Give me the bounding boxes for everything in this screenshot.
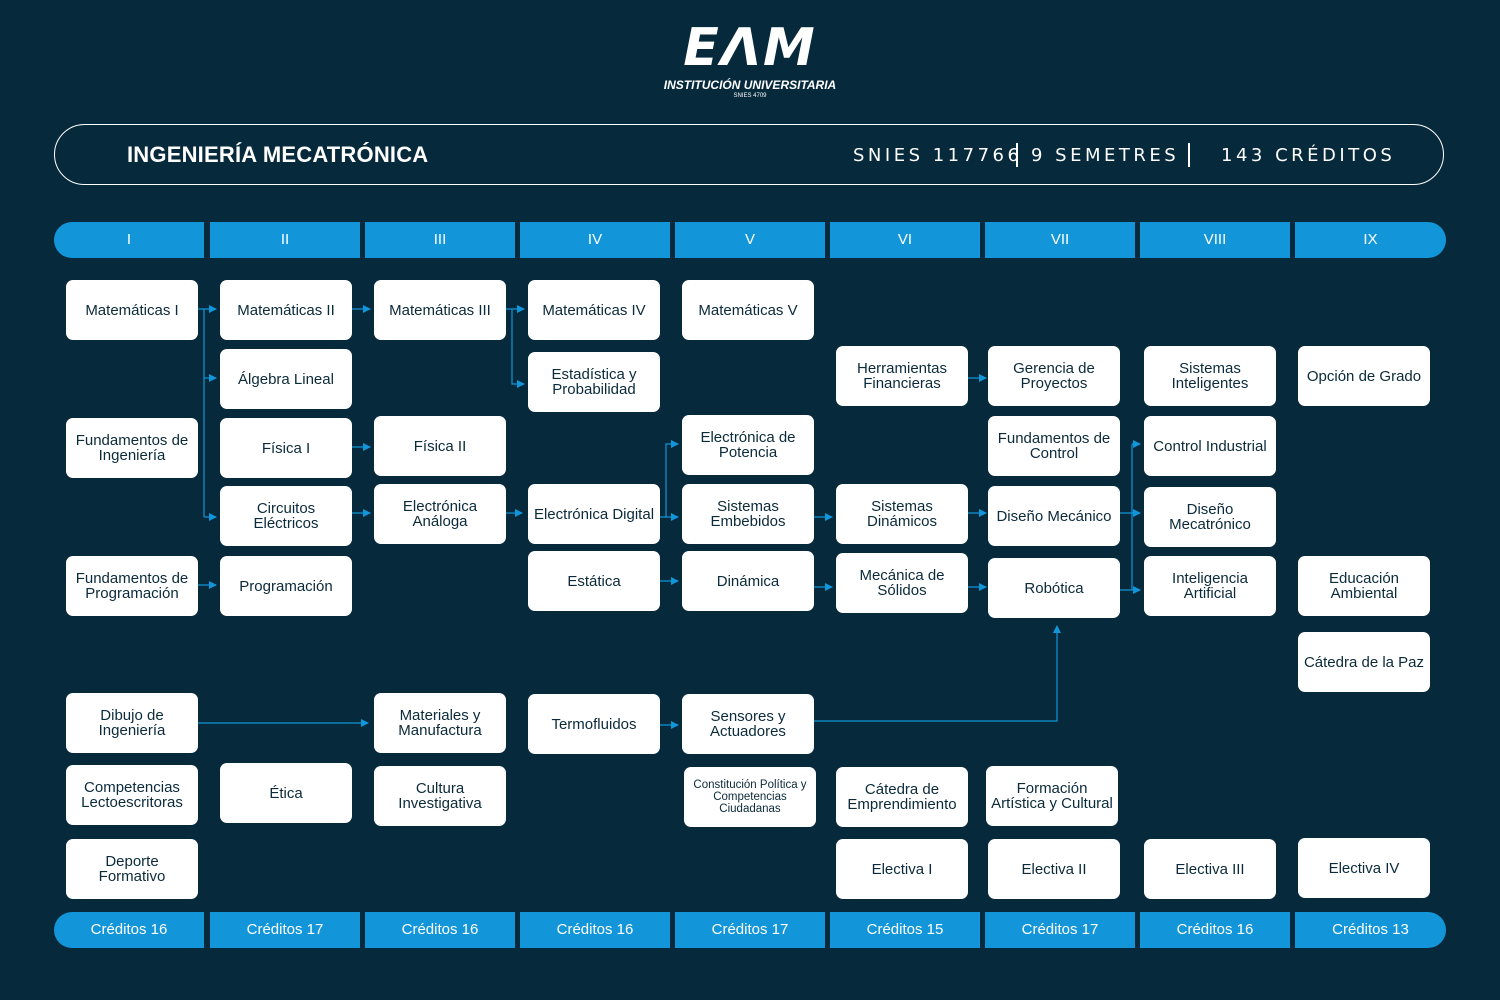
course-box: Dibujo de Ingeniería — [66, 693, 198, 753]
course-box: Gerencia de Proyectos — [988, 346, 1120, 406]
course-box: Constitución Política y Competencias Ciu… — [684, 767, 816, 827]
course-box: Inteligencia Artificial — [1144, 556, 1276, 616]
course-box: Fundamentos de Programación — [66, 556, 198, 616]
course-box: Fundamentos de Control — [988, 416, 1120, 476]
semester-label: II — [210, 222, 360, 258]
course-box: Herramientas Financieras — [836, 346, 968, 406]
semester-label: VIII — [1140, 222, 1290, 258]
semester-label: VII — [985, 222, 1135, 258]
course-box: Diseño Mecatrónico — [1144, 487, 1276, 547]
course-box: Electrónica Análoga — [374, 484, 506, 544]
course-box: Electiva IV — [1298, 838, 1430, 898]
course-box: Sistemas Dinámicos — [836, 484, 968, 544]
semester-credits: Créditos 16 — [54, 912, 204, 948]
course-box: Sistemas Inteligentes — [1144, 346, 1276, 406]
logo-mark: EΛM — [683, 18, 817, 78]
logo-snies: SNIES 4709 — [733, 93, 767, 99]
course-box: Electrónica de Potencia — [682, 415, 814, 475]
semester-credits: Créditos 13 — [1295, 912, 1446, 948]
header-divider — [1188, 143, 1190, 167]
course-box: Opción de Grado — [1298, 346, 1430, 406]
semester-label: IV — [520, 222, 670, 258]
course-box: Fundamentos de Ingeniería — [66, 418, 198, 478]
course-box: Estática — [528, 551, 660, 611]
program-header: INGENIERÍA MECATRÓNICA SNIES 117766 9 SE… — [54, 124, 1444, 185]
course-box: Álgebra Lineal — [220, 349, 352, 409]
semester-credits: Créditos 17 — [985, 912, 1135, 948]
eam-logo: EΛM INSTITUCIÓN UNIVERSITARIA SNIES 4709 — [650, 18, 850, 108]
total-credits: 143 CRÉDITOS — [1221, 145, 1396, 166]
semester-label: VI — [830, 222, 980, 258]
course-box: Electiva I — [836, 839, 968, 899]
course-box: Competencias Lectoescritoras — [66, 765, 198, 825]
course-box: Robótica — [988, 558, 1120, 618]
course-box: Electiva III — [1144, 839, 1276, 899]
course-box: Física I — [220, 418, 352, 478]
semester-credits: Créditos 15 — [830, 912, 980, 948]
semester-label: IX — [1295, 222, 1446, 258]
course-box: Cátedra de la Paz — [1298, 632, 1430, 692]
course-box: Matemáticas IV — [528, 280, 660, 340]
course-box: Cátedra de Emprendimiento — [836, 767, 968, 827]
semester-credits: Créditos 16 — [365, 912, 515, 948]
course-box: Electrónica Digital — [528, 484, 660, 544]
semester-credits: Créditos 16 — [1140, 912, 1290, 948]
course-box: Dinámica — [682, 551, 814, 611]
snies-code: SNIES 117766 — [853, 145, 1023, 166]
course-box: Deporte Formativo — [66, 839, 198, 899]
course-box: Sistemas Embebidos — [682, 484, 814, 544]
course-box: Materiales y Manufactura — [374, 693, 506, 753]
course-box: Diseño Mecánico — [988, 486, 1120, 546]
course-box: Matemáticas III — [374, 280, 506, 340]
course-box: Sensores y Actuadores — [682, 694, 814, 754]
course-box: Control Industrial — [1144, 416, 1276, 476]
course-box: Matemáticas II — [220, 280, 352, 340]
semester-label: I — [54, 222, 204, 258]
course-box: Cultura Investigativa — [374, 766, 506, 826]
course-box: Educación Ambiental — [1298, 556, 1430, 616]
course-box: Matemáticas I — [66, 280, 198, 340]
course-box: Electiva II — [988, 839, 1120, 899]
course-box: Mecánica de Sólidos — [836, 553, 968, 613]
course-box: Física II — [374, 416, 506, 476]
semester-label: III — [365, 222, 515, 258]
program-title: INGENIERÍA MECATRÓNICA — [127, 142, 429, 167]
course-box: Circuitos Eléctricos — [220, 486, 352, 546]
course-box: Ética — [220, 763, 352, 823]
credits-row: Créditos 16 Créditos 17 Créditos 16 Créd… — [54, 912, 1446, 948]
course-box: Programación — [220, 556, 352, 616]
semester-label: V — [675, 222, 825, 258]
semester-credits: Créditos 17 — [675, 912, 825, 948]
header-divider — [1016, 143, 1018, 167]
course-box: Matemáticas V — [682, 280, 814, 340]
semester-count: 9 SEMETRES — [1031, 145, 1180, 166]
course-box: Termofluidos — [528, 694, 660, 754]
semester-credits: Créditos 16 — [520, 912, 670, 948]
course-box: Estadística y Probabilidad — [528, 352, 660, 412]
logo-subtitle: INSTITUCIÓN UNIVERSITARIA — [663, 78, 837, 92]
semester-credits: Créditos 17 — [210, 912, 360, 948]
course-box: Formación Artística y Cultural — [986, 766, 1118, 826]
semester-header-row: I II III IV V VI VII VIII IX — [54, 222, 1446, 258]
